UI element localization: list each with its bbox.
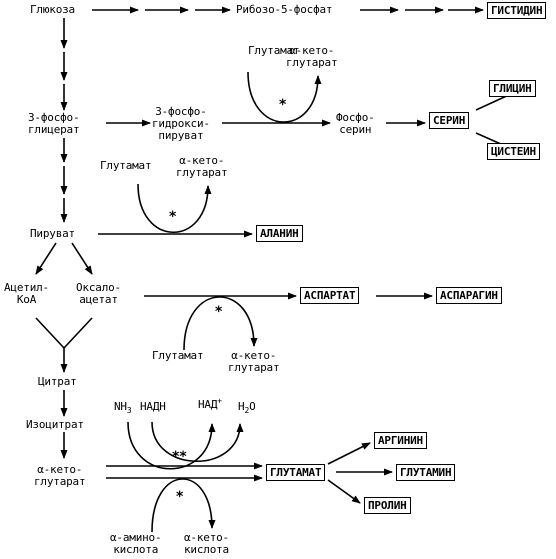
cofactor-glutamate-1: Глутамат — [248, 44, 300, 57]
cofactor-ketoacid: α-кето- кислота — [184, 531, 229, 556]
node-oxaloacetate: Оксало- ацетат — [76, 281, 121, 306]
arrow-transamination-3 — [183, 296, 258, 351]
box-alanine: АЛАНИН — [256, 225, 303, 242]
mark-star-2: * — [169, 209, 177, 225]
box-glycine: ГЛИЦИН — [489, 80, 536, 97]
mark-star-4: * — [176, 489, 184, 505]
cofactor-nh3: NH3 — [114, 400, 132, 416]
arrow-transamination-4 — [151, 478, 216, 533]
cofactor-akg-3: α-кето- глутарат — [228, 349, 280, 374]
node-ribose-5-phosphate: Рибозо-5-фосфат — [236, 3, 333, 16]
node-isocitrate: Изоцитрат — [26, 418, 84, 431]
cofactor-nadh: НАДН — [140, 400, 166, 413]
cofactor-glutamate-2: Глутамат — [100, 159, 152, 172]
mark-star-3: * — [215, 304, 223, 320]
cofactor-aminoacid: α-амино- кислота — [110, 531, 162, 556]
cofactor-h2o: H2O — [238, 400, 256, 416]
line-oxaloacetate-merge — [63, 317, 93, 349]
box-glutamine: ГЛУТАМИН — [396, 464, 456, 481]
line-acetylcoa-merge — [35, 317, 65, 349]
node-pyruvate: Пируват — [30, 227, 75, 240]
arrow-pyruvate-oxaloacetate — [71, 242, 93, 275]
arrow-pyruvate-acetylcoa — [35, 242, 57, 275]
box-histidine: ГИСТИДИН — [487, 2, 547, 19]
box-cysteine: ЦИСТЕИН — [487, 143, 540, 160]
arrow-nadh-h2o — [151, 421, 244, 463]
arrow-reductive-amination — [127, 421, 216, 470]
box-proline: ПРОЛИН — [364, 497, 411, 514]
arrow-glutamate-arginine — [327, 442, 371, 465]
node-3-phosphoglycerate: 3-фосфо- глицерат — [28, 111, 80, 136]
node-aketoglutarate: α-кето- глутарат — [34, 463, 86, 488]
box-aspartate: АСПАРТАТ — [300, 287, 360, 304]
cofactor-akg-1: α-кето- глутарат — [286, 44, 338, 69]
node-glucose: Глюкоза — [30, 3, 75, 16]
cofactor-akg-2: α-кето- глутарат — [176, 154, 228, 179]
node-acetyl-coa: Ацетил- КоА — [4, 281, 49, 306]
arrow-glutamate-proline — [327, 479, 361, 504]
box-glutamate: ГЛУТАМАТ — [266, 464, 326, 481]
node-phosphoserine: Фосфо- серин — [336, 111, 375, 136]
box-arginine: АРГИНИН — [374, 432, 427, 449]
cofactor-nad: НАД+ — [198, 396, 222, 411]
box-serine: СЕРИН — [429, 112, 470, 129]
arrow-transamination-2 — [137, 183, 212, 234]
cofactor-glutamate-3: Глутамат — [152, 349, 204, 362]
arrow-transamination-1 — [247, 71, 322, 123]
mark-double-star: ** — [172, 449, 187, 465]
box-asparagine: АСПАРАГИН — [436, 287, 502, 304]
mark-star-1: * — [279, 97, 287, 113]
node-citrate: Цитрат — [38, 375, 77, 388]
node-3-phosphohydroxypyruvate: 3-фосфо- гидрокси- пируват — [152, 105, 210, 142]
